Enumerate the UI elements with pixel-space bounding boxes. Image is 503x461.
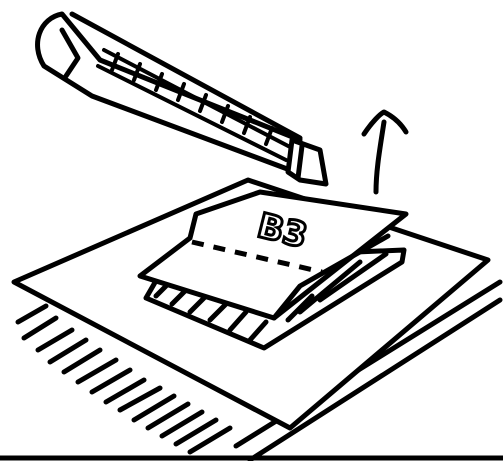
up-arrow-icon	[364, 112, 406, 192]
utility-knife-icon	[38, 14, 326, 184]
knife-blade	[288, 140, 326, 184]
